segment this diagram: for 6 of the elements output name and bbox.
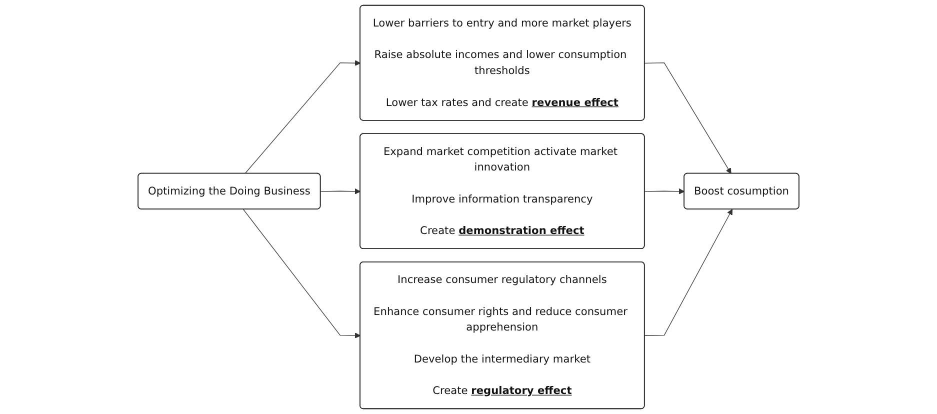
arrow [242, 208, 361, 338]
arrow [244, 60, 361, 174]
arrow [644, 62, 732, 174]
arrow [644, 209, 733, 336]
arrow [644, 188, 685, 194]
arrow [320, 188, 361, 194]
